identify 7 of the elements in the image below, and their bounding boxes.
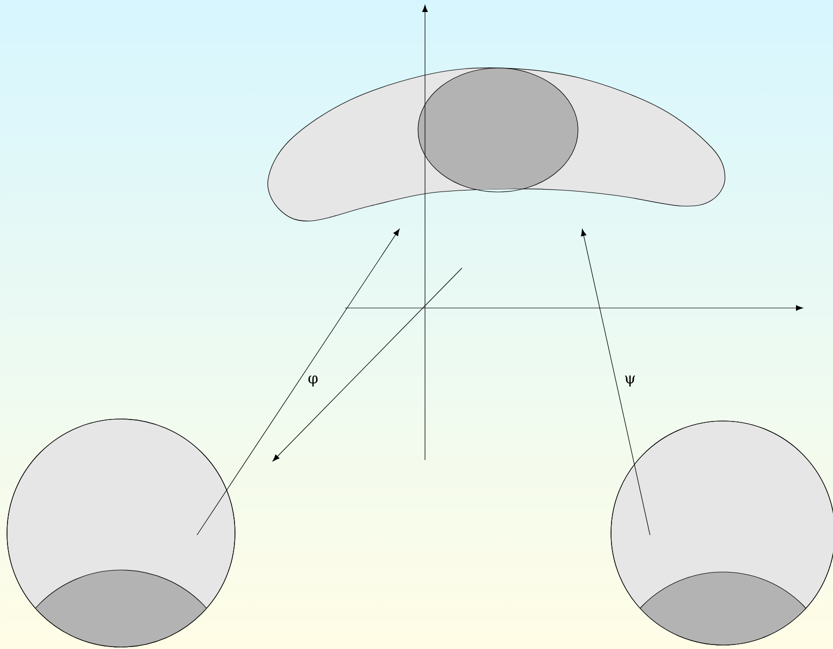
- blob-shape: [267, 68, 726, 222]
- arrow: [580, 228, 650, 536]
- edge-label: ψ: [625, 376, 635, 386]
- circle-shape: [610, 420, 833, 646]
- arrow: [196, 228, 400, 536]
- circle-shape: [6, 418, 236, 648]
- edge-label: φ: [308, 376, 318, 386]
